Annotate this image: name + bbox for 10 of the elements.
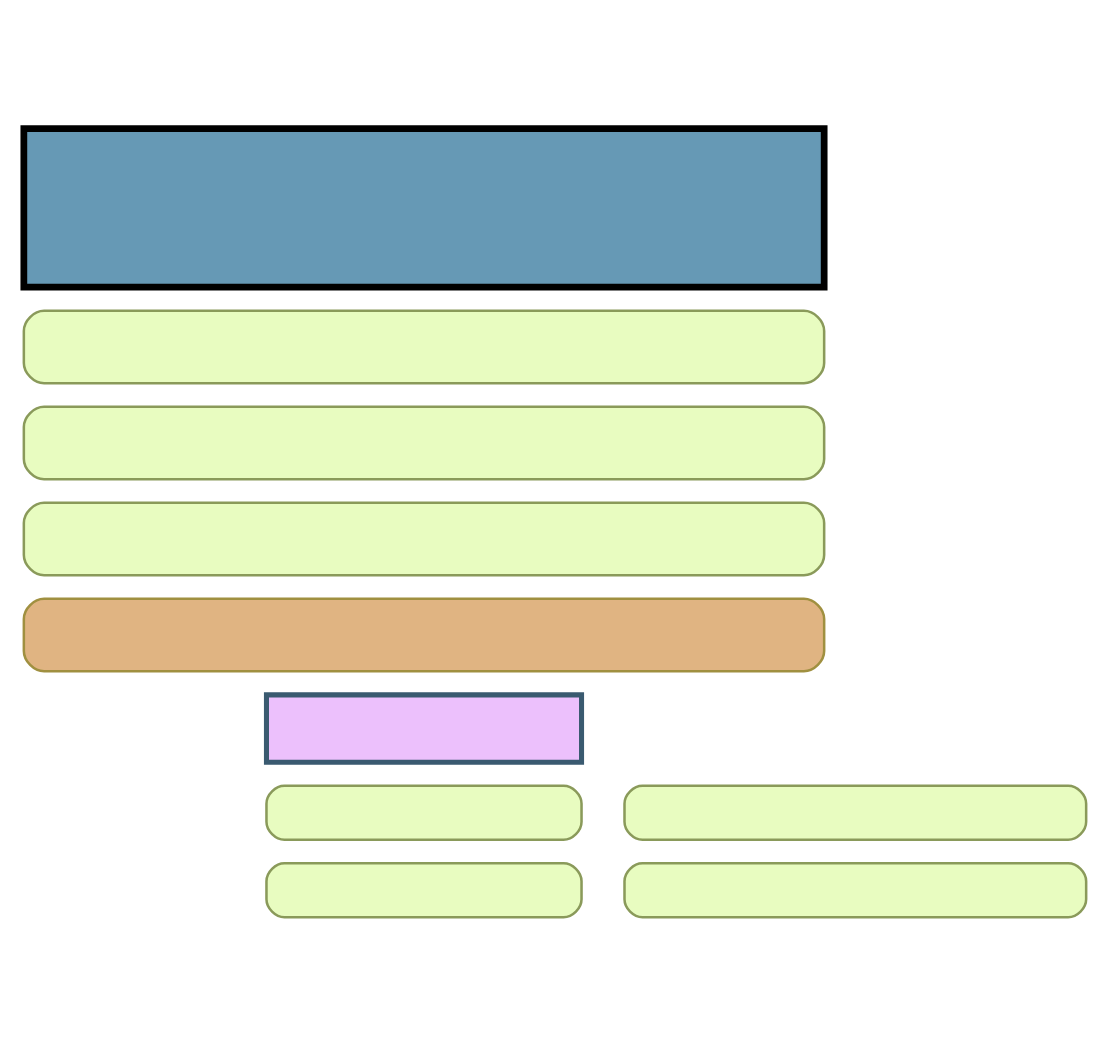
node-box [263, 691, 585, 764]
node-box [265, 861, 583, 918]
node-box [22, 500, 826, 576]
node-box [623, 783, 1088, 841]
node-box [623, 861, 1088, 918]
node-box [22, 308, 826, 384]
node-box [265, 783, 583, 841]
node-box [20, 124, 828, 290]
node-box [22, 404, 826, 480]
node-box [22, 596, 826, 672]
